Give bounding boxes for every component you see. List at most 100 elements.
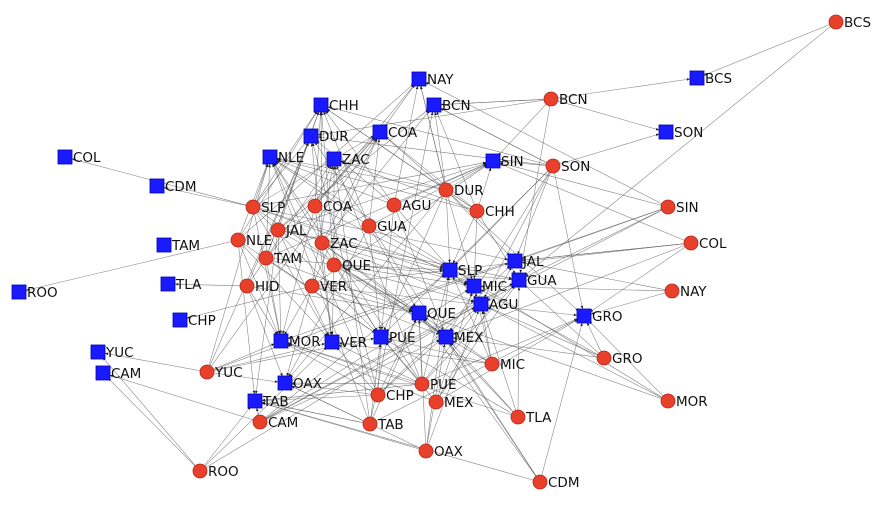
edge-ci_CDM-sq_MEX [449,342,537,477]
node-square-gro[interactable]: GRO [576,308,622,325]
node-square-nle[interactable]: NLE [262,149,304,166]
node-square-ver[interactable]: VER [324,334,367,351]
node-circle-zac[interactable]: ZAC [314,235,358,252]
edge-ci_GRO-sq_GUA [523,284,600,354]
node-circle-yuc[interactable]: YUC [199,364,243,381]
node-circle-nay[interactable]: NAY [664,283,707,300]
node-label: SLP [458,263,482,279]
node-circle-gua[interactable]: GUA [361,218,407,235]
node-circle-oax[interactable]: OAX [418,443,463,460]
node-square-gua[interactable]: GUA [511,272,557,289]
node-circle-hid[interactable]: HID [239,278,280,295]
node-label: DUR [319,129,349,145]
edge-ci_CDM-sq_GRO [541,322,583,476]
square-marker [466,278,482,294]
edge-ci_SON-sq_SIN [499,160,547,166]
node-circle-agu[interactable]: AGU [386,197,431,214]
node-circle-chp[interactable]: CHP [370,387,414,404]
node-square-agu[interactable]: AGU [473,296,518,313]
edge-ci_NAY-sq_MIC [480,284,666,292]
node-circle-sin[interactable]: SIN [660,199,699,216]
node-square-pue[interactable]: PUE [373,329,416,346]
node-circle-nle[interactable]: NLE [230,232,272,249]
node-square-son[interactable]: SON [658,124,703,141]
node-square-mic[interactable]: MIC [466,278,507,295]
edge-ci_TAB-sq_BCN [371,111,434,418]
square-marker [160,276,176,292]
node-circle-tla[interactable]: TLA [510,409,552,426]
edge-ci_HID-sq_TLA [174,282,241,287]
edge-ci_COL-sq_JAL [521,243,685,262]
node-circle-chh[interactable]: CHH [469,203,515,220]
edge-ci_BCS-sq_BCS [703,24,830,76]
node-label: BCS [844,15,871,31]
square-marker [57,149,73,165]
node-square-sin[interactable]: SIN [485,153,524,170]
square-marker [426,97,442,113]
node-circle-cam[interactable]: CAM [252,414,298,431]
square-marker [511,272,527,288]
square-marker [411,71,427,87]
edge-ci_SON-sq_AGU [483,172,551,298]
node-circle-cdm[interactable]: CDM [532,474,579,491]
node-label: SIN [676,200,699,216]
circle-marker [428,394,444,410]
node-square-dur[interactable]: DUR [303,128,349,145]
node-circle-gro[interactable]: GRO [596,350,642,367]
node-circle-pue[interactable]: PUE [414,376,457,393]
node-circle-ver[interactable]: VER [304,278,347,295]
edge-ci_ROO-sq_CAM [107,377,196,467]
node-circle-mor[interactable]: MOR [660,393,708,410]
node-square-tla[interactable]: TLA [160,276,202,293]
node-square-coa[interactable]: COA [372,124,418,141]
node-square-bcn[interactable]: BCN [426,97,471,114]
node-circle-bcn[interactable]: BCN [543,91,588,108]
square-marker [90,344,106,360]
node-circle-que[interactable]: QUE [326,257,371,274]
edge-ci_YUC-sq_DUR [209,142,309,366]
edge-ci_DUR-sq_OAX [289,195,442,378]
edge-ci_PUE-sq_MOR [287,342,416,383]
node-square-yuc[interactable]: YUC [90,344,134,361]
node-square-mex[interactable]: MEX [438,329,483,346]
node-square-jal[interactable]: JAL [507,253,544,270]
node-circle-bcs[interactable]: BCS [828,14,871,31]
node-circle-col[interactable]: COL [683,235,727,252]
node-circle-tab[interactable]: TAB [362,416,404,433]
node-square-que[interactable]: QUE [411,305,456,322]
edge-ci_QUE-sq_SLP [340,265,444,271]
node-circle-coa[interactable]: COA [307,198,353,215]
node-circle-mic[interactable]: MIC [484,356,525,373]
circle-marker [543,91,559,107]
edge-ci_MIC-sq_SLP [452,276,490,358]
node-square-cdm[interactable]: CDM [149,178,196,195]
square-marker [324,334,340,350]
node-square-oax[interactable]: OAX [277,375,322,392]
node-circle-roo[interactable]: ROO [192,463,239,480]
node-square-chh[interactable]: CHH [313,97,359,114]
edge-ci_COL-sq_GRO [589,246,686,313]
edge-ci_CHP-sq_MOR [286,344,373,392]
node-square-tam[interactable]: TAM [156,237,200,254]
node-circle-mex[interactable]: MEX [428,394,473,411]
node-circle-dur[interactable]: DUR [438,182,484,199]
node-square-roo[interactable]: ROO [11,284,58,301]
node-square-zac[interactable]: ZAC [326,151,370,168]
node-circle-tam[interactable]: TAM [258,250,302,267]
node-circle-slp[interactable]: SLP [245,199,285,216]
node-square-cam[interactable]: CAM [95,365,141,382]
edge-ci_MIC-sq_AGU [481,310,492,358]
edge-ci_JAL-sq_SIN [284,162,487,229]
node-circle-son[interactable]: SON [545,158,590,175]
node-square-nay[interactable]: NAY [411,71,454,88]
circle-marker [596,350,612,366]
node-square-chp[interactable]: CHP [172,312,216,329]
edge-ci_JAL-sq_QUE [283,233,414,310]
node-square-bcs[interactable]: BCS [689,70,732,87]
node-circle-jal[interactable]: JAL [270,222,307,239]
node-square-slp[interactable]: SLP [442,262,482,279]
node-square-mor[interactable]: MOR [273,333,321,350]
node-label: AGU [489,297,518,313]
node-square-tab[interactable]: TAB [247,393,289,410]
node-square-col[interactable]: COL [57,149,101,166]
